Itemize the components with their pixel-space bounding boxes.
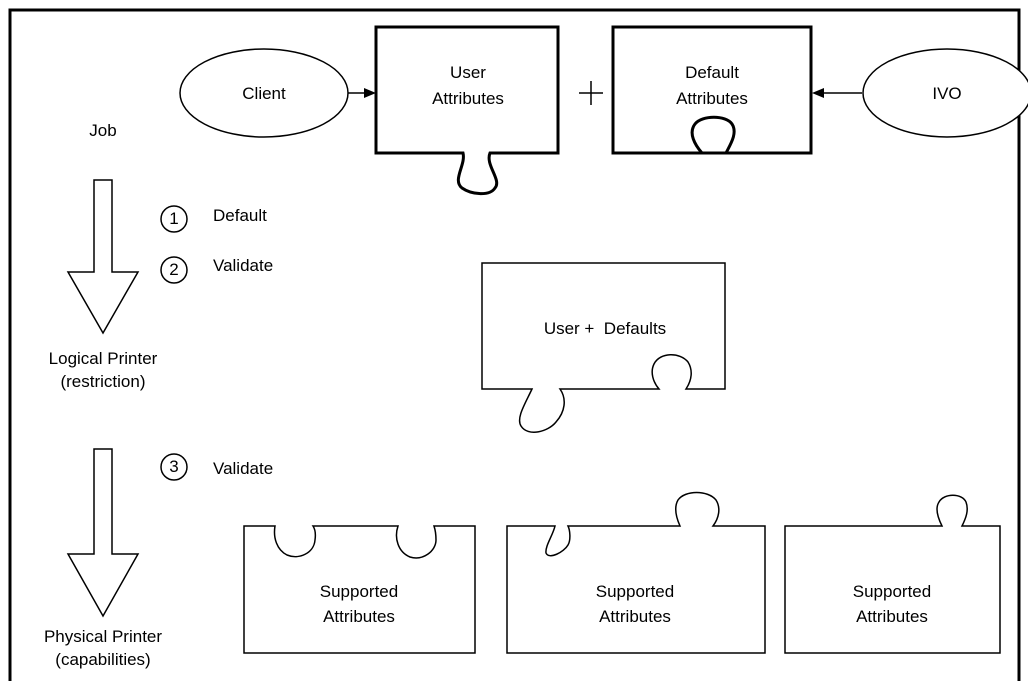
user-attributes-line-1: User [450,63,486,82]
default-attributes-line-2: Attributes [676,89,748,108]
step-2-number: 2 [169,260,179,279]
step-2-label: Validate [213,256,274,275]
client-label: Client [242,84,286,103]
supported-piece-3 [784,494,1001,654]
step-3-label: Validate [213,459,274,478]
step-3-circle [160,453,188,481]
default-attributes-piece [611,25,813,155]
physical-printer-line-2: (capabilities) [55,650,151,669]
combined-piece-label: User + Defaults [543,319,667,338]
step-3-number: 3 [169,457,179,476]
combined-user-defaults-piece [481,262,726,433]
step-1-circle [160,205,188,233]
supported-3-line-2: Attributes [856,607,928,626]
job-label: Job [89,121,117,140]
supported-1-line-1: Supported [319,582,399,601]
supported-2-line-2: Attributes [599,607,671,626]
logical-printer-line-2: (restriction) [60,372,146,391]
user-attributes-piece [374,25,560,196]
supported-3-line-1: Supported [852,582,932,601]
default-attributes-line-1: Default [685,63,739,82]
logical-to-physical-arrow [66,448,140,618]
step-2-circle [160,256,188,284]
diagram-frame [8,8,1021,681]
physical-printer-line-1: Physical Printer [43,627,163,646]
ivo-label: IVO [932,84,962,103]
ivo-to-default-arrowhead [812,88,824,98]
default-attributes-slot [690,115,736,154]
supported-piece-2 [506,491,766,654]
client-to-user-arrowhead [364,88,376,98]
step-1-label: Default [213,206,267,225]
supported-piece-1 [243,525,476,654]
logical-printer-line-1: Logical Printer [48,349,158,368]
ivo-ellipse [862,48,1028,138]
user-attributes-line-2: Attributes [432,89,504,108]
supported-1-line-2: Attributes [323,607,395,626]
supported-2-line-1: Supported [595,582,675,601]
step-1-number: 1 [169,209,179,228]
job-to-logical-arrow [66,179,140,335]
